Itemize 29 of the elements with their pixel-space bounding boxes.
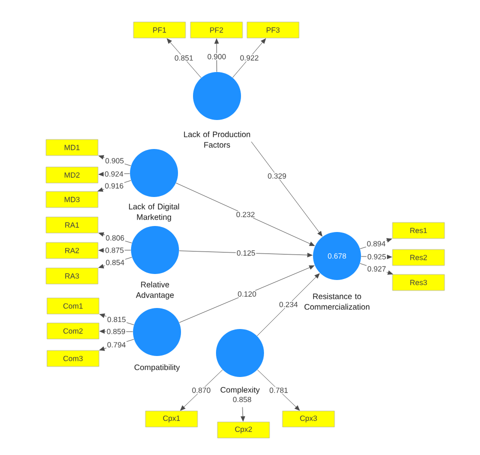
arrow xyxy=(99,339,134,351)
arrow xyxy=(256,273,320,336)
arrow xyxy=(232,38,266,78)
arrow xyxy=(166,38,202,78)
arrow xyxy=(98,248,132,252)
construct-label: Compatibility xyxy=(134,364,180,372)
arrow xyxy=(214,38,219,72)
arrow xyxy=(179,265,314,323)
construct-label: Lack of Production Factors xyxy=(184,131,250,148)
arrow xyxy=(98,172,130,176)
arrow xyxy=(240,406,246,422)
arrow xyxy=(98,155,132,166)
arrow xyxy=(98,256,132,268)
construct-label: Relative Advantage xyxy=(136,282,174,300)
arrow xyxy=(100,314,134,326)
construct-label: Resistance to Commercialization xyxy=(304,293,370,310)
arrow xyxy=(180,370,223,411)
arrow xyxy=(178,250,312,258)
arrow xyxy=(257,370,300,411)
arrow xyxy=(98,232,132,244)
arrow xyxy=(360,263,393,275)
construct-label: Complexity xyxy=(220,386,260,394)
arrow xyxy=(100,329,134,334)
construct-label: Lack of Digital Marketing xyxy=(129,204,180,222)
arrow xyxy=(360,254,392,260)
arrow xyxy=(98,180,132,192)
arrow xyxy=(360,238,392,250)
arrow xyxy=(251,142,322,236)
arrow xyxy=(176,182,315,246)
